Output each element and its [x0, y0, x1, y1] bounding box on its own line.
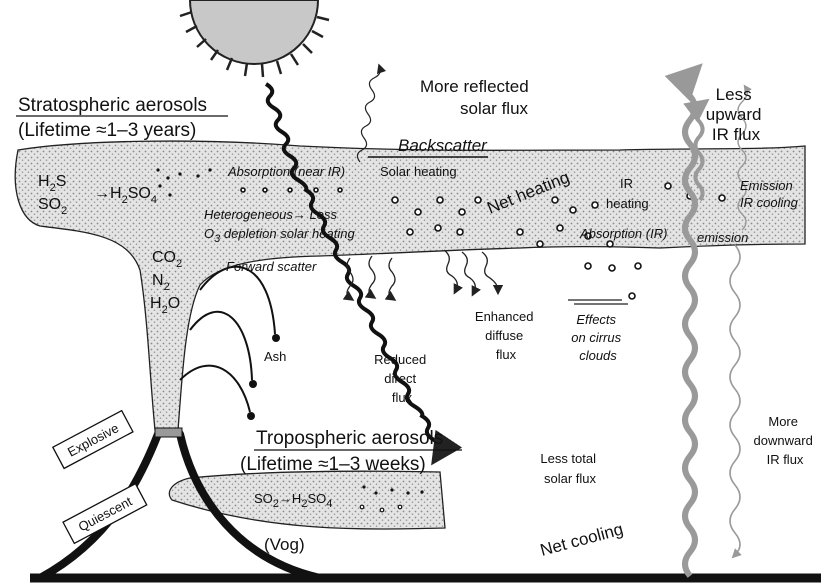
downward-ir-flux-arrow [730, 245, 740, 555]
heterogeneous-label: Heterogeneous→ Less O3 depletion solar h… [204, 207, 355, 245]
forward-scatter-arrows [347, 250, 498, 298]
absorption-ir-label: Absorption (IR) [579, 226, 667, 241]
effects-cirrus-label: Effects on cirrus clouds [571, 312, 624, 363]
explosive-box: Explosive [53, 411, 133, 469]
tropospheric-title: Tropospheric aerosols [256, 428, 443, 449]
more-reflected-label: More reflected solar flux [420, 77, 533, 118]
tropospheric-lifetime: (Lifetime ≈1–3 weeks) [240, 454, 426, 475]
forward-scatter-label: Forward scatter [226, 259, 317, 274]
cirrus-cloud-icon [568, 300, 628, 304]
quiescent-box: Quiescent [63, 484, 147, 544]
less-total-label: Less total solar flux [540, 451, 599, 486]
absorption-near-ir-label: Absorption (near IR) [227, 164, 345, 179]
less-upward-label: Less upward IR flux [706, 85, 767, 144]
stratospheric-lifetime: (Lifetime ≈1–3 years) [18, 120, 196, 141]
emission-label: emission [697, 230, 748, 245]
stratospheric-title: Stratospheric aerosols [18, 95, 207, 116]
more-downward-label: More downward IR flux [754, 414, 817, 467]
enhanced-diffuse-label: Enhanced diffuse flux [475, 309, 537, 362]
solar-heating-label: Solar heating [380, 164, 457, 179]
net-cooling-label: Net cooling [538, 519, 625, 559]
ash-label: Ash [264, 349, 286, 364]
backscatter-label: Backscatter [398, 136, 488, 155]
reduced-direct-label: Reduced direct flux [374, 352, 430, 405]
sun-icon [180, 0, 329, 77]
vog-label: (Vog) [264, 535, 305, 554]
